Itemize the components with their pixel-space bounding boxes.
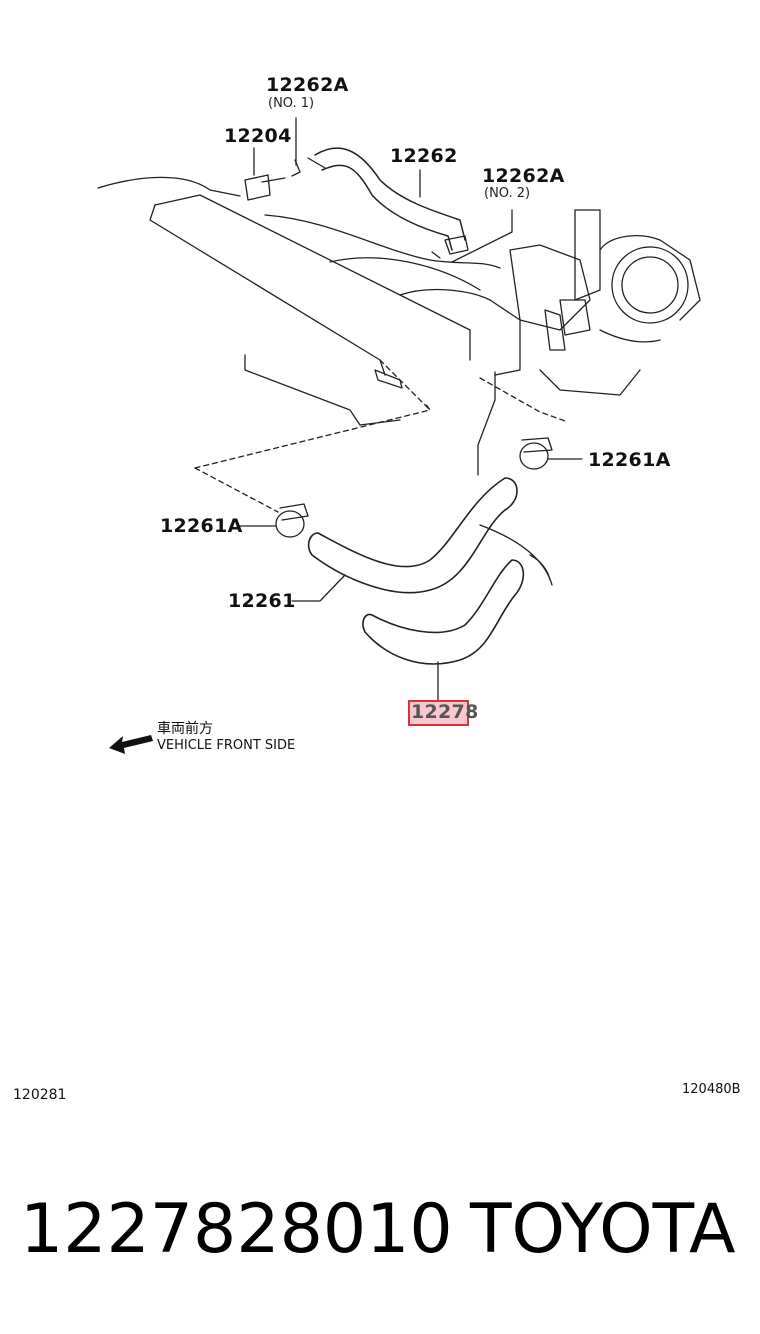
callout-no2-label: (NO. 2) [484, 186, 531, 201]
callout-12262: 12262 [390, 145, 458, 167]
callout-12204: 12204 [224, 125, 292, 147]
callout-12261A-left: 12261A [160, 515, 243, 537]
reference-code-left: 120281 [13, 1087, 67, 1103]
callout-12262A-no2: 12262A [482, 165, 565, 187]
front-label-japanese: 車両前方 [157, 721, 213, 737]
callout-12262A-no1: 12262A [266, 74, 349, 96]
parts-diagram: 12262A (NO. 1) 12204 12262 12262A (NO. 2… [13, 74, 741, 1103]
callout-12261A-right: 12261A [588, 449, 671, 471]
highlighted-callout-12278[interactable]: 12278 [408, 700, 478, 726]
vehicle-front-indicator: 車両前方 VEHICLE FRONT SIDE [107, 718, 327, 758]
arrow-left-icon [109, 735, 153, 754]
front-label-english: VEHICLE FRONT SIDE [157, 738, 296, 753]
callout-no1-label: (NO. 1) [268, 96, 315, 111]
reference-code-right: 120480B [682, 1082, 741, 1097]
callout-12278: 12278 [411, 701, 479, 723]
part-number: 1227828010 [20, 1190, 453, 1269]
brand-name: TOYOTA [470, 1190, 736, 1269]
callout-12261: 12261 [228, 590, 296, 612]
engine-hose-illustration [97, 117, 701, 701]
